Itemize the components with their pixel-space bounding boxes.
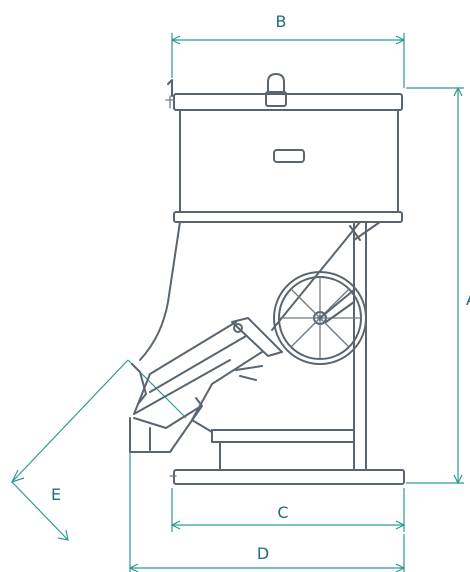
support-frame: [169, 221, 405, 485]
dimension-label-a: A: [466, 290, 470, 309]
dimension-a: A: [406, 86, 470, 485]
dimension-d: D: [128, 425, 406, 572]
dimension-b: B: [170, 12, 406, 88]
dimension-c: C: [170, 488, 406, 532]
dimension-label-d: D: [257, 544, 269, 563]
hand-wheel: [273, 271, 367, 365]
dimension-label-e: E: [51, 485, 61, 504]
discharge-chute: [129, 317, 283, 453]
bucket-body: [139, 73, 403, 361]
dimension-e: E: [10, 359, 187, 541]
dimension-label-b: B: [276, 12, 287, 31]
dimension-label-c: C: [277, 503, 288, 522]
